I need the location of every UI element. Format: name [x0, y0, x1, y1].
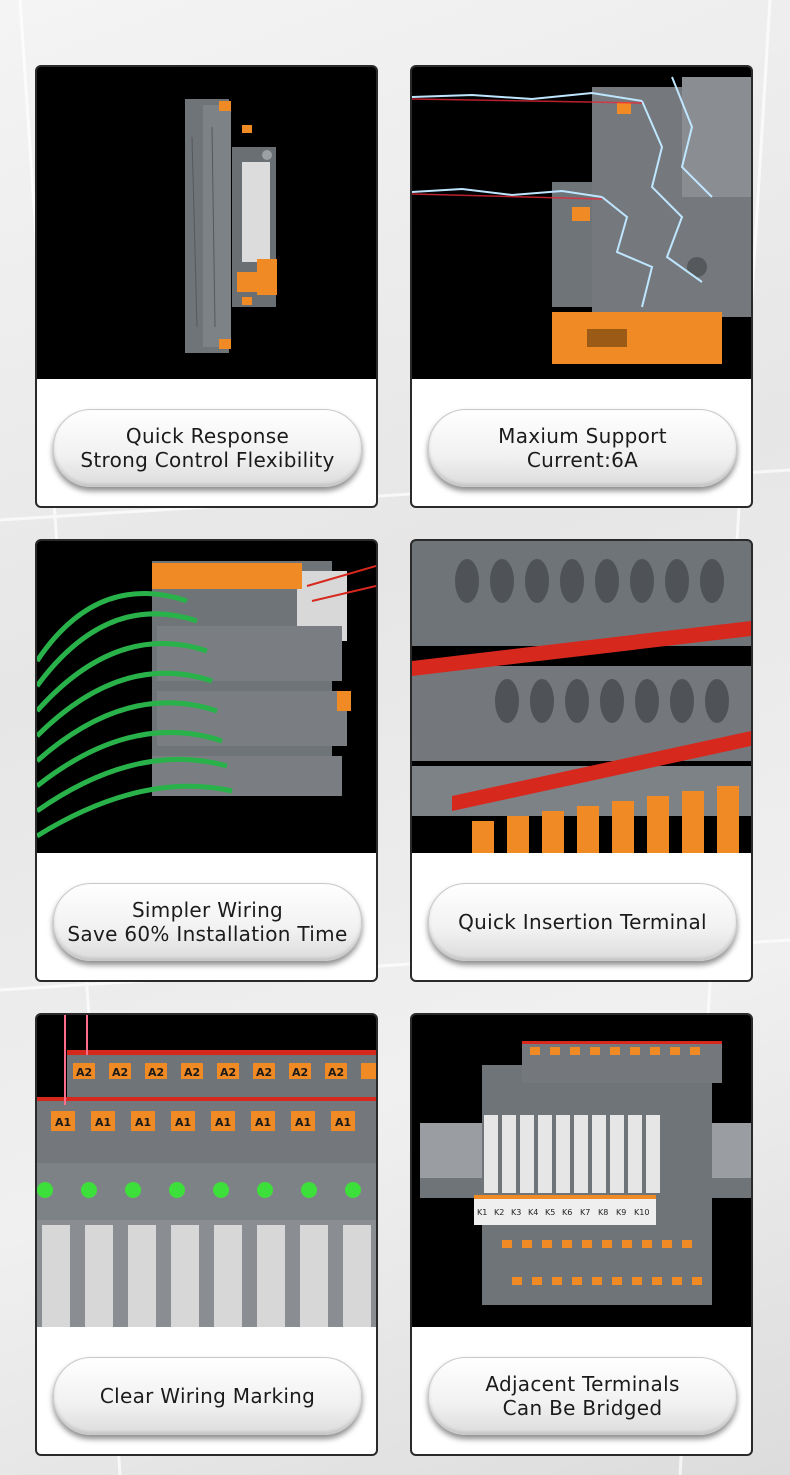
a2-label: A2 — [292, 1066, 308, 1079]
a1-label: A1 — [215, 1116, 231, 1129]
k-marker: K1 — [477, 1208, 487, 1217]
caption-line-2: Current:6A — [526, 448, 639, 472]
a1-label-row: A1 A1 A1 A1 A1 A1 A1 A1 — [51, 1111, 355, 1131]
caption-line-2: Can Be Bridged — [502, 1396, 663, 1420]
a1-label: A1 — [255, 1116, 271, 1129]
terminal-cross-section-image — [552, 77, 751, 364]
caption-line-1: Simpler Wiring — [131, 898, 284, 922]
k-marker-row: K1 K2 K3 K4 K5 K6 K7 K8 K9 K10 — [477, 1208, 649, 1217]
caption-line-1: Maxium Support — [498, 424, 667, 448]
a2-label-row: A2 A2 A2 A2 A2 A2 A2 A2 — [73, 1063, 376, 1079]
caption-pill: Quick Insertion Terminal — [428, 883, 737, 961]
k-marker: K5 — [545, 1208, 555, 1217]
green-wire-bundle — [37, 591, 233, 839]
k-marker: K8 — [598, 1208, 608, 1217]
a2-label: A2 — [76, 1066, 92, 1079]
caption-pill: Adjacent Terminals Can Be Bridged — [428, 1357, 737, 1435]
feature-card-quick-insertion: Quick Insertion Terminal — [410, 539, 753, 982]
wiring-marking-photo: A2 A2 A2 A2 A2 A2 A2 A2 — [37, 1015, 376, 1327]
k-marker: K6 — [562, 1208, 572, 1217]
a1-label: A1 — [95, 1116, 111, 1129]
insertion-terminal-photo — [412, 541, 751, 853]
a1-label: A1 — [55, 1116, 71, 1129]
a2-label: A2 — [184, 1066, 200, 1079]
k-marker: K3 — [511, 1208, 521, 1217]
caption-pill: Simpler Wiring Save 60% Installation Tim… — [53, 883, 362, 961]
a1-label: A1 — [175, 1116, 191, 1129]
electric-arc-graphic — [412, 76, 713, 308]
a2-label: A2 — [256, 1066, 272, 1079]
k-marker: K9 — [616, 1208, 626, 1217]
feature-card-bridged-terminals: K1 K2 K3 K4 K5 K6 K7 K8 K9 K10 — [410, 1013, 753, 1456]
a2-label: A2 — [220, 1066, 236, 1079]
caption-pill: Clear Wiring Marking — [53, 1357, 362, 1435]
relay-module-photo — [37, 67, 376, 379]
terminal-row-image — [412, 541, 751, 853]
feature-card-clear-marking: A2 A2 A2 A2 A2 A2 A2 A2 — [35, 1013, 378, 1456]
feature-card-max-current: Maxium Support Current:6A — [410, 65, 753, 508]
caption-line-2: Save 60% Installation Time — [67, 922, 348, 946]
caption-line-1: Clear Wiring Marking — [99, 1384, 316, 1408]
caption-line-1: Quick Response — [125, 424, 290, 448]
wiring-photo — [37, 541, 376, 853]
a1-label: A1 — [135, 1116, 151, 1129]
current-support-photo — [412, 67, 751, 379]
feature-card-quick-response: Quick Response Strong Control Flexibilit… — [35, 65, 378, 508]
caption-pill: Quick Response Strong Control Flexibilit… — [53, 409, 362, 487]
relay-bank-on-din-rail-image: K1 K2 K3 K4 K5 K6 K7 K8 K9 K10 — [420, 1041, 751, 1305]
a1-label: A1 — [295, 1116, 311, 1129]
a2-label: A2 — [148, 1066, 164, 1079]
k-marker: K4 — [528, 1208, 538, 1217]
caption-line-1: Adjacent Terminals — [485, 1372, 680, 1396]
a2-label: A2 — [328, 1066, 344, 1079]
caption-line-2: Strong Control Flexibility — [80, 448, 335, 472]
feature-card-simpler-wiring: Simpler Wiring Save 60% Installation Tim… — [35, 539, 378, 982]
caption-pill: Maxium Support Current:6A — [428, 409, 737, 487]
marked-relay-row-image: A2 A2 A2 A2 A2 A2 A2 A2 — [37, 1015, 376, 1327]
a2-label: A2 — [112, 1066, 128, 1079]
a1-label: A1 — [335, 1116, 351, 1129]
slim-relay-image — [185, 99, 277, 353]
k-marker: K10 — [634, 1208, 649, 1217]
caption-line-1: Quick Insertion Terminal — [458, 910, 707, 934]
led-indicator-row — [37, 1182, 361, 1198]
bridged-terminals-photo: K1 K2 K3 K4 K5 K6 K7 K8 K9 K10 — [412, 1015, 751, 1327]
k-marker: K7 — [580, 1208, 590, 1217]
k-marker: K2 — [494, 1208, 504, 1217]
